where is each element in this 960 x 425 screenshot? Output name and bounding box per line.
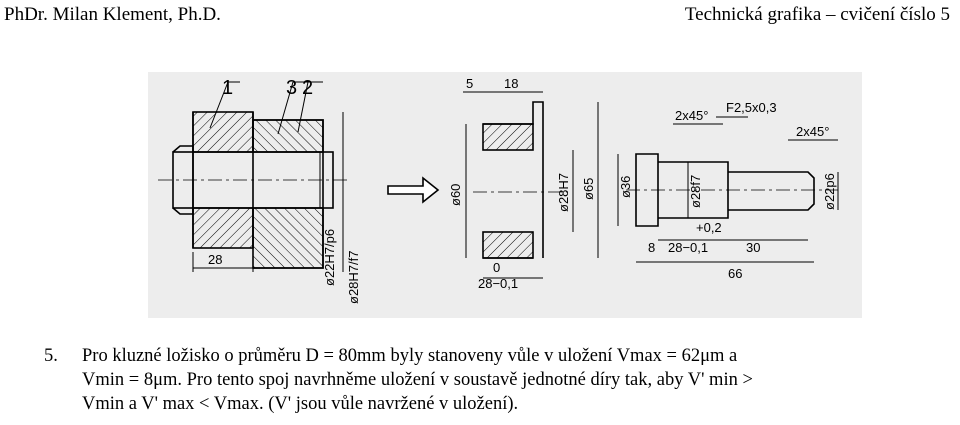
fit-hole: ø28H7/f7 xyxy=(346,251,361,304)
task-line-1: Pro kluzné ložisko o průměru D = 80mm by… xyxy=(82,346,738,366)
shaft-drawing xyxy=(617,116,839,263)
tol-28: 28−0,1 xyxy=(478,276,518,291)
task-line-3: Vmin a V' max < Vmax. (V' jsou vůle navr… xyxy=(82,394,519,414)
dim-28-shaft: 28−0,1 xyxy=(668,240,708,255)
diam-28H7: ø28H7 xyxy=(556,173,571,212)
task-line-2: Vmin = 8μm. Pro tento spoj navrhněme ulo… xyxy=(82,370,753,390)
diam-22p6: ø22p6 xyxy=(822,173,837,210)
dim-30: 30 xyxy=(746,240,760,255)
diam-65: ø65 xyxy=(581,178,596,200)
part-label-2: 2 xyxy=(302,77,313,99)
author-name: PhDr. Milan Klement, Ph.D. xyxy=(4,4,221,25)
part-label-3: 3 xyxy=(286,77,297,99)
arrow-icon xyxy=(387,176,440,204)
task-text: 5. Pro kluzné ložisko o průměru D = 80mm… xyxy=(44,344,942,416)
fit-shaft: ø22H7/p6 xyxy=(322,229,337,286)
dim-66: 66 xyxy=(728,266,742,281)
task-number: 5. xyxy=(44,346,58,366)
dim-top-18: 18 xyxy=(504,76,518,91)
chamfer-2: 2x45° xyxy=(796,124,829,139)
technical-drawing: 1 3 2 28 ø22H7/p6 ø28H7/f7 5 18 ø60 xyxy=(148,72,862,318)
dim-top-5: 5 xyxy=(466,76,473,91)
bushing-section xyxy=(463,91,599,279)
diam-36: ø36 xyxy=(618,176,633,198)
dim-length-28: 28 xyxy=(208,252,222,267)
dim-8: 8 xyxy=(648,240,655,255)
fillet-label: F2,5x0,3 xyxy=(726,100,777,115)
diam-28f7: ø28f7 xyxy=(688,175,703,208)
part-label-1: 1 xyxy=(222,77,233,99)
diam-60: ø60 xyxy=(448,184,463,206)
left-assembly xyxy=(158,81,348,272)
tol-upper-0: 0 xyxy=(493,260,500,275)
tol-plus: +0,2 xyxy=(696,220,722,235)
chamfer-1: 2x45° xyxy=(675,108,708,123)
course-title: Technická grafika – cvičení číslo 5 xyxy=(684,4,950,25)
